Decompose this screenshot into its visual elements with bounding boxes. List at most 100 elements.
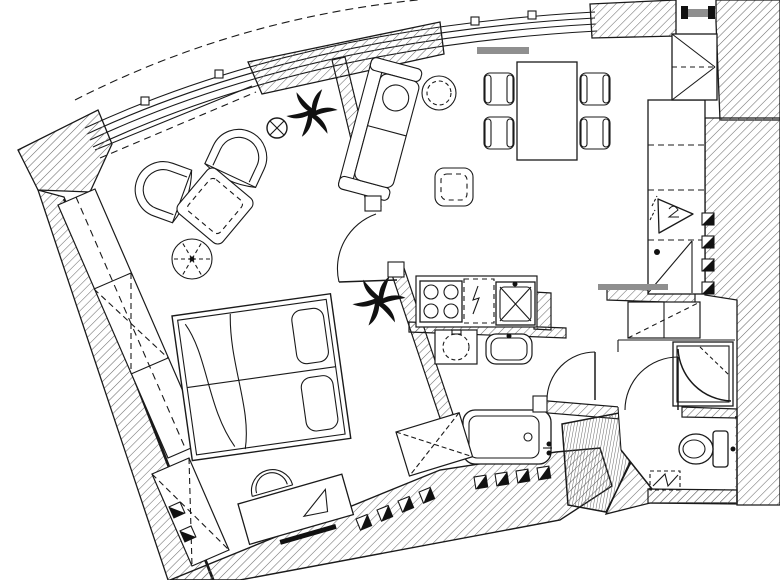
wc-room-chamfer-edge	[620, 449, 653, 490]
leaf	[286, 109, 312, 119]
wc-room-left-low-edge	[617, 406, 622, 451]
door-jamb	[387, 261, 405, 278]
bed-pillow	[291, 307, 329, 365]
toilet	[678, 430, 736, 468]
window1-inner-sill	[94, 85, 253, 151]
chair-arm	[580, 118, 588, 148]
counter-dash	[651, 195, 658, 207]
wc-mat-dashed	[649, 470, 681, 491]
chair-arm	[602, 74, 610, 104]
lamp-x	[269, 120, 285, 136]
plant-icon	[352, 276, 406, 326]
kitchen-sink	[495, 281, 536, 326]
desk-chair-seat	[255, 472, 288, 494]
tall-cabinet-line	[671, 33, 716, 68]
toilet-tank	[712, 430, 729, 468]
floor-mat	[434, 167, 474, 207]
wardrobe-x-dashed	[188, 457, 193, 567]
bed-split	[187, 366, 336, 389]
anchor-fill	[423, 487, 435, 504]
door-jamb	[532, 395, 548, 413]
anchor-fill	[702, 236, 714, 248]
column-anchor	[536, 465, 552, 481]
stove-body	[419, 280, 463, 323]
bathroom	[434, 329, 552, 465]
living-room	[134, 57, 474, 280]
window-radiator	[477, 47, 529, 54]
wall-anchor	[701, 281, 715, 295]
dining-table	[516, 61, 578, 161]
window-overhang-dashed	[74, 0, 424, 101]
tub-inner	[468, 415, 540, 459]
dining-chair	[579, 72, 611, 106]
bed-blanket-fold	[229, 313, 247, 450]
pouf	[421, 75, 457, 111]
wardrobe-x-dashed	[409, 412, 460, 477]
wall-top-middle	[247, 21, 445, 95]
plant-center	[310, 111, 314, 115]
counter-dash	[649, 209, 656, 221]
glazing-band	[74, 0, 598, 159]
closet-divider	[93, 272, 132, 290]
window1-room-dashed	[99, 91, 257, 159]
armchair-back	[204, 128, 268, 189]
column-anchor	[473, 474, 489, 490]
wc-mat-zigzag	[652, 472, 679, 488]
shower-cabin	[672, 341, 734, 407]
counter-column	[647, 99, 706, 295]
mat-outer	[434, 167, 474, 207]
bathtub	[462, 409, 552, 465]
leaf	[379, 295, 406, 305]
armchair-inner	[142, 169, 188, 216]
wardrobe-corner	[395, 411, 474, 477]
desk-chair-base	[252, 484, 293, 497]
toilet-bowl	[678, 433, 714, 465]
sofa-seat-split	[367, 125, 407, 137]
mullion	[527, 10, 537, 20]
column-anchor	[376, 504, 394, 522]
closet-centerline-dashed	[75, 196, 187, 451]
washing-machine	[434, 329, 478, 365]
wc-floor-mat	[649, 470, 681, 491]
square-table	[176, 167, 254, 245]
toilet-button	[730, 446, 736, 452]
dining-area	[477, 47, 611, 161]
tub-body	[462, 409, 552, 465]
spoke	[191, 258, 203, 277]
ceiling-lamp-icon	[266, 117, 288, 139]
washer-drum-dashed	[442, 333, 470, 361]
doors	[336, 195, 679, 413]
sofa	[337, 57, 423, 201]
anchor-fill	[702, 259, 714, 271]
shower-tray	[672, 341, 734, 407]
desk-chair-back	[250, 469, 294, 497]
leaf	[309, 113, 328, 134]
wc-bottom-wall	[647, 488, 738, 505]
wall-anchor	[701, 212, 715, 226]
desk	[237, 473, 355, 546]
dining-chair	[483, 116, 515, 150]
wall-anchor	[701, 258, 715, 272]
entry-bracket	[681, 6, 688, 19]
mullion	[214, 69, 224, 79]
tub-valve	[546, 441, 552, 447]
anchor-fill	[402, 496, 414, 513]
stove	[419, 280, 463, 323]
chair-arm	[506, 118, 514, 148]
leaf	[296, 92, 315, 113]
wardrobe-low	[151, 457, 230, 567]
leaf	[352, 297, 379, 307]
chair-arm	[580, 74, 588, 104]
leaf	[378, 276, 390, 302]
leaf	[312, 107, 338, 117]
armchair-inner	[212, 136, 260, 183]
bedroom	[57, 188, 474, 567]
fridge-counter	[647, 99, 706, 295]
chair-frame	[579, 116, 611, 150]
sink-basin	[499, 286, 532, 322]
anchor-fill	[517, 469, 530, 483]
fridge-mark	[667, 205, 679, 218]
anchor-fill	[360, 514, 372, 531]
